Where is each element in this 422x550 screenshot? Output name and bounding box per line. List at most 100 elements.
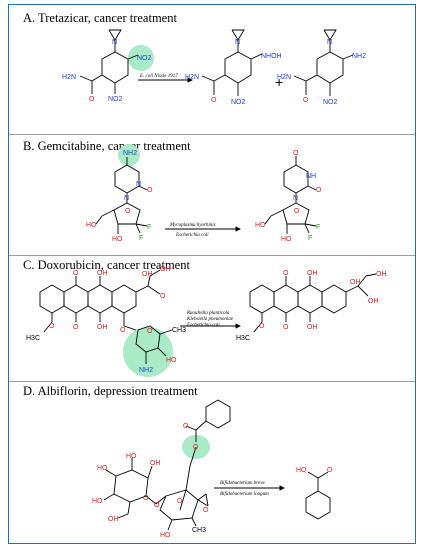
benzoyl-ring: [205, 399, 231, 429]
panel-b-structures: [95, 144, 317, 234]
atom-o: O: [293, 150, 299, 157]
atom-ho: HO: [296, 467, 307, 474]
atom-o: O: [316, 187, 322, 194]
cage-ring: [159, 489, 199, 521]
atom-o: O: [193, 444, 199, 451]
condition-c2: Klebsiella pneumoniae: [186, 317, 234, 322]
atom-h3c: H3C: [236, 335, 250, 342]
atom-f: F: [316, 224, 320, 231]
atom-o: O: [211, 97, 217, 104]
atom-n: N: [112, 39, 117, 46]
atom-no2: NO2: [323, 99, 338, 106]
panel-a: A. Tretazicar, cancer treatment: [9, 4, 415, 132]
atom-o: O: [327, 467, 333, 474]
atom-n: N: [136, 181, 141, 188]
atom-nh: NH: [306, 173, 316, 180]
product2-ring: [316, 51, 344, 84]
atom-o: O: [294, 208, 300, 215]
atom-o: O: [89, 96, 95, 103]
atom-n: N: [124, 195, 129, 202]
panel-c-title: C. Doxorubicin, cancer treatment: [23, 258, 190, 272]
condition-a1: E. coli Nissle 1917: [139, 74, 178, 79]
panel-b-title: B. Gemcitabine, cancer treatment: [23, 139, 191, 153]
atom-o: O: [147, 187, 153, 194]
atom-oh: OH: [97, 270, 108, 277]
atom-o: O: [259, 323, 265, 330]
atom-no2: NO2: [137, 55, 152, 62]
product-uracil: [283, 164, 309, 194]
atom-ho: HO: [255, 222, 266, 229]
atom-nh2: NH2: [123, 150, 137, 157]
atom-no2: NO2: [231, 99, 246, 106]
atom-ho: HO: [97, 465, 108, 472]
atom-oh: OH: [350, 279, 361, 286]
atom-f: F: [308, 235, 312, 242]
atom-ch3: CH3: [192, 527, 206, 534]
reactant-ring-4: [111, 284, 137, 314]
atom-f: F: [139, 235, 143, 242]
plus-sign: +: [275, 74, 283, 90]
atom-h3c: H3C: [26, 335, 40, 342]
atom-ho: HO: [92, 498, 103, 505]
condition-b1: Mycoplasma hyorhinis: [169, 223, 216, 228]
atom-ho: HO: [160, 532, 171, 539]
atom-o: O: [303, 97, 309, 104]
reactant-pyrimidine: [114, 164, 140, 194]
atom-oh: OH: [97, 324, 108, 331]
atom-oh: OH: [142, 271, 153, 278]
panel-c: C. Doxorubicin, cancer treatment: [9, 255, 415, 381]
atom-no2: NO2: [108, 96, 123, 103]
panel-d: D. Albiflorin, depression treatment: [9, 381, 415, 544]
atom-n: N: [235, 39, 240, 46]
highlight-sugar: [123, 327, 173, 377]
highlight-amine: [118, 144, 140, 166]
atom-ho: HO: [112, 236, 123, 243]
atom-o: O: [73, 270, 79, 277]
product-sugar: [282, 202, 310, 225]
highlight-nitro: [128, 45, 154, 71]
atom-oh: OH: [160, 266, 171, 273]
atom-oh: OH: [307, 270, 318, 277]
reactant-ring-3: [87, 284, 113, 314]
atom-o: O: [73, 324, 79, 331]
atom-o: O: [125, 208, 131, 215]
atom-o: O: [49, 323, 55, 330]
atom-oh: OH: [376, 271, 387, 278]
atom-o: O: [120, 327, 126, 334]
condition-c3: Escherichia coli: [186, 323, 220, 328]
atom-o: O: [177, 498, 183, 505]
panel-d-structures: [103, 399, 331, 531]
reactant-sugar: [113, 202, 141, 225]
atom-oh: OH: [108, 516, 119, 523]
atom-f: F: [147, 224, 151, 231]
atom-oh: OH: [368, 298, 379, 305]
condition-d2: Bifidobacterium longum: [220, 492, 269, 497]
atom-nhoh: NHOH: [261, 53, 282, 60]
atom-ho: HO: [166, 357, 177, 364]
atom-h2n: H2N: [277, 74, 291, 81]
condition-c1: Raoultella planticola: [186, 311, 230, 316]
product-ring-1: [249, 284, 275, 314]
product1-ring: [224, 51, 252, 84]
atom-o: O: [160, 293, 166, 300]
atom-n: N: [293, 195, 298, 202]
benzoic-acid-ring: [305, 490, 331, 520]
atom-oh: OH: [307, 324, 318, 331]
atom-o: O: [143, 495, 149, 502]
atom-o: O: [283, 324, 289, 331]
product-ring-3: [297, 284, 323, 314]
figure-frame: [8, 4, 416, 544]
product-ring-2: [273, 284, 299, 314]
atom-o: O: [203, 507, 209, 514]
atom-o: O: [147, 328, 153, 335]
condition-d1: Bifidobacterium breve: [220, 481, 265, 486]
reactant-ring: [101, 51, 129, 84]
panel-c-structures: [39, 269, 377, 377]
atom-o: O: [283, 270, 289, 277]
condition-b2: Escherichia coli: [175, 233, 209, 238]
reactant-ring-2: [63, 284, 89, 314]
atom-ch3: CH3: [172, 327, 186, 334]
atom-h2n: H2N: [62, 74, 76, 81]
atom-oh: OH: [150, 460, 161, 467]
